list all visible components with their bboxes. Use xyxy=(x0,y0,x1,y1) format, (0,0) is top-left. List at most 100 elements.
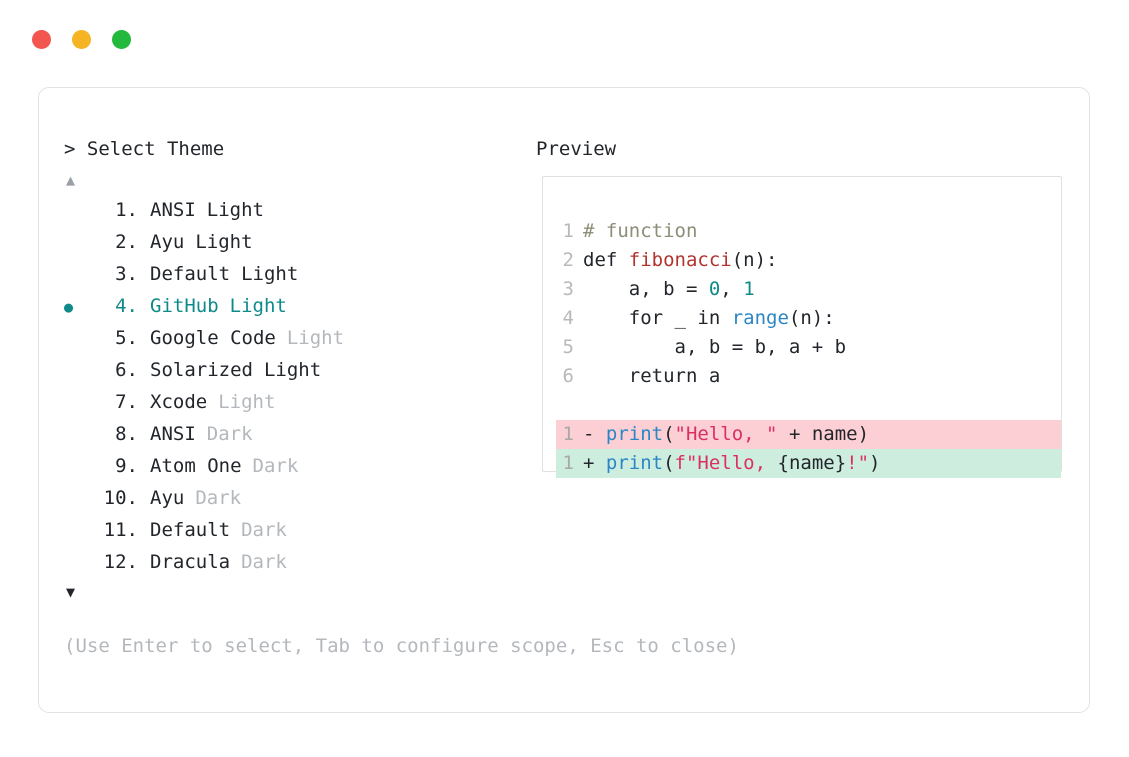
theme-index: 10. xyxy=(103,487,138,509)
theme-variant: Dark xyxy=(241,519,287,541)
code-token: a, b = xyxy=(583,278,709,300)
code-line: 1# function xyxy=(556,217,1061,246)
minimize-dot[interactable] xyxy=(72,30,91,49)
code-text: a, b = b, a + b xyxy=(583,333,847,362)
theme-name: Default xyxy=(150,519,231,541)
theme-index: 12. xyxy=(103,551,138,573)
maximize-dot[interactable] xyxy=(112,30,131,49)
code-text: return a xyxy=(583,362,721,391)
theme-index: 5. xyxy=(103,327,138,349)
theme-list-item[interactable]: 9. Atom One Dark xyxy=(64,450,534,482)
scroll-up-icon[interactable]: ▲ xyxy=(66,171,76,189)
code-token: return a xyxy=(583,365,721,387)
line-number: 1 xyxy=(562,452,574,474)
code-line: 3 a, b = 0, 1 xyxy=(556,275,1061,304)
line-number: 4 xyxy=(562,307,574,329)
code-token: range xyxy=(731,307,789,329)
code-token: 1 xyxy=(743,278,755,300)
code-token: a, b = b, a + b xyxy=(583,336,847,358)
theme-index: 9. xyxy=(103,455,138,477)
line-number: 1 xyxy=(562,423,574,445)
code-token: fibonacci xyxy=(628,249,732,271)
theme-name: Default xyxy=(150,263,231,285)
code-token: 0 xyxy=(708,278,721,300)
theme-variant: Light xyxy=(218,391,276,413)
theme-name: Dracula xyxy=(150,551,231,573)
code-token: ( xyxy=(663,452,675,474)
code-text: a, b = 0, 1 xyxy=(583,275,755,304)
code-token: !" xyxy=(846,452,870,474)
theme-list-item[interactable]: 2. Ayu Light xyxy=(64,226,534,258)
diff-sign: + xyxy=(583,452,606,474)
theme-name: Ayu xyxy=(150,487,185,509)
code-line: 5 a, b = b, a + b xyxy=(556,333,1061,362)
theme-index: 7. xyxy=(103,391,138,413)
theme-index: 2. xyxy=(103,231,138,253)
theme-variant: Light xyxy=(286,327,345,349)
theme-index: 4. xyxy=(103,295,138,317)
line-number: 5 xyxy=(562,336,574,358)
theme-list-item[interactable]: ● 4. GitHub Light xyxy=(64,290,534,322)
theme-name: Google Code xyxy=(150,327,276,349)
theme-variant: Light xyxy=(241,263,299,285)
diff-sign: - xyxy=(583,423,606,445)
theme-variant: Dark xyxy=(252,455,299,477)
prompt-label: > Select Theme xyxy=(64,138,225,160)
window-controls xyxy=(32,30,131,49)
close-dot[interactable] xyxy=(32,30,51,49)
theme-variant: Dark xyxy=(241,551,287,573)
code-token: (n): xyxy=(731,249,778,271)
code-token: ) xyxy=(869,452,881,474)
preview-label: Preview xyxy=(536,138,617,160)
code-token: , xyxy=(720,278,744,300)
scroll-down-icon[interactable]: ▼ xyxy=(66,583,76,601)
theme-index: 1. xyxy=(103,199,138,221)
diff-line-plus: 1 + print(f"Hello, {name}!") xyxy=(556,449,1061,478)
theme-list-item[interactable]: 12. Dracula Dark xyxy=(64,546,534,578)
code-text: def fibonacci(n): xyxy=(583,246,777,275)
theme-list-item[interactable]: 11. Default Dark xyxy=(64,514,534,546)
code-token: + name) xyxy=(777,423,870,445)
selected-bullet-icon: ● xyxy=(64,298,74,316)
code-token: for _ in xyxy=(583,307,732,329)
theme-variant: Light xyxy=(263,359,322,381)
code-text: # function xyxy=(583,217,697,246)
code-token: {name} xyxy=(777,452,847,474)
theme-name: GitHub xyxy=(150,295,219,317)
theme-name: ANSI xyxy=(150,199,196,221)
theme-variant: Light xyxy=(229,295,287,317)
theme-name: Ayu xyxy=(150,231,185,253)
code-text: for _ in range(n): xyxy=(583,304,835,333)
code-line: 4 for _ in range(n): xyxy=(556,304,1061,333)
theme-index: 11. xyxy=(103,519,138,541)
diff-line-minus: 1- print("Hello, " + name) xyxy=(556,420,1061,449)
code-token: "Hello, " xyxy=(674,423,778,445)
code-token: # function xyxy=(583,220,698,242)
code-token: def xyxy=(583,249,629,271)
line-number: 3 xyxy=(562,278,574,300)
code-token: ( xyxy=(663,423,675,445)
theme-list-item[interactable]: 5. Google Code Light xyxy=(64,322,534,354)
code-token: print xyxy=(605,423,664,445)
code-token: (n): xyxy=(788,307,835,329)
code-line: 6 return a xyxy=(556,362,1061,391)
code-blank-line xyxy=(556,391,1061,420)
code-token: f"Hello, xyxy=(674,452,778,474)
theme-variant: Light xyxy=(195,231,253,253)
code-token: print xyxy=(605,452,664,474)
theme-name: Atom One xyxy=(150,455,242,477)
